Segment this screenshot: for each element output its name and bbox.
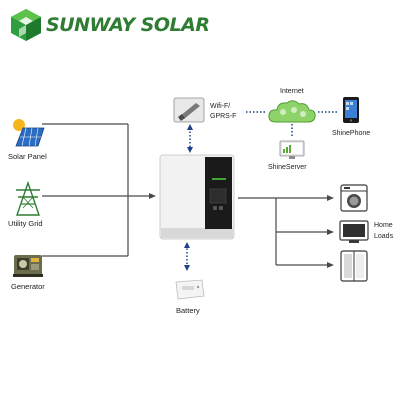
smartphone-icon — [343, 97, 359, 123]
generator-source — [12, 250, 44, 278]
loads-label-line1: Home — [374, 222, 393, 229]
solar-panel-source — [10, 118, 46, 148]
wifi-dongle-icon — [173, 97, 205, 123]
loads-label-line2: Loads — [374, 233, 394, 240]
battery-label: Battery — [176, 306, 200, 315]
battery-module — [173, 276, 205, 302]
solar-panel-icon — [13, 119, 45, 147]
television — [339, 219, 369, 245]
source-label-generator: Generator — [11, 282, 45, 291]
washing-machine-icon — [340, 184, 368, 212]
internet-cloud — [266, 98, 318, 126]
television-icon — [339, 220, 369, 243]
refrigerator — [340, 250, 368, 282]
wifi-dongle — [172, 96, 206, 124]
washing-machine — [340, 184, 368, 212]
shinephone-device — [342, 96, 360, 124]
hybrid-inverter — [159, 154, 235, 240]
utility-grid-source — [12, 180, 44, 216]
transmission-tower-icon — [16, 180, 40, 216]
source-label-solar: Solar Panel — [8, 152, 47, 161]
shineserver-label: ShineServer — [268, 164, 307, 171]
source-label-grid: Utility Grid — [8, 219, 43, 228]
cloud-icon — [268, 100, 316, 123]
dongle-label-line2: GPRS-F — [210, 113, 237, 120]
generator-icon — [13, 255, 43, 277]
internet-label: Internet — [280, 88, 304, 95]
shinephone-label: ShinePhone — [332, 130, 371, 137]
shineserver-device — [279, 140, 305, 160]
logo — [10, 8, 42, 42]
dongle-label-line1: Wifi-F/ — [210, 103, 231, 110]
green-cube-logo-icon — [11, 9, 41, 41]
hybrid-inverter-icon — [159, 154, 235, 240]
refrigerator-icon — [340, 250, 368, 282]
monitor-icon — [279, 140, 305, 159]
brand-title: SUNWAY SOLAR — [46, 14, 210, 36]
battery-module-icon — [175, 279, 205, 300]
